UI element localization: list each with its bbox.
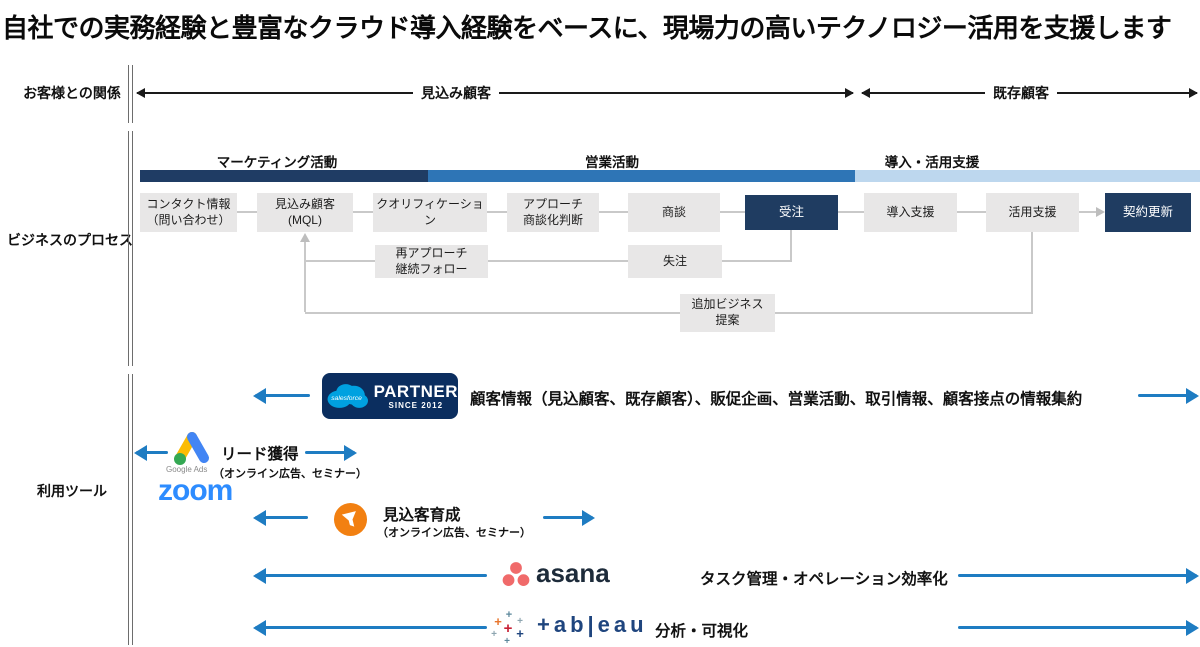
connector-arrowhead-right <box>1096 207 1105 217</box>
nurturing-right-arrow <box>543 516 593 519</box>
google-ads-left-arrow <box>136 451 168 454</box>
lead-gen-label: リード獲得 <box>221 446 299 463</box>
nurturing-left-arrow <box>255 516 308 519</box>
phase-bar-sales <box>428 170 855 182</box>
process-step-approach: アプローチ 商談化判断 <box>507 193 599 232</box>
asana-description: タスク管理・オペレーション効率化 <box>700 571 948 588</box>
process-step-mql: 見込み顧客 (MQL) <box>257 193 353 232</box>
loop-line <box>305 312 680 314</box>
phase-bar-marketing <box>140 170 428 182</box>
loop-line-order-down <box>790 230 792 261</box>
svg-text:+: + <box>516 626 524 641</box>
tableau-left-arrow <box>255 626 487 629</box>
zoom-logo: zoom <box>158 474 233 507</box>
phase-label-marketing: マーケティング活動 <box>216 155 338 170</box>
divider-relationship <box>128 65 133 123</box>
partner-label: PARTNER <box>373 381 458 401</box>
loop-line <box>488 260 628 262</box>
svg-text:+: + <box>504 620 513 637</box>
asana-right-arrow <box>958 574 1197 577</box>
connector-arrow-line <box>1079 211 1097 213</box>
nurturing-subtitle: （オンライン広告、セミナー） <box>377 527 531 539</box>
google-ads-icon <box>174 432 209 465</box>
tableau-plus-cluster-icon: + + + + + + + <box>491 609 524 645</box>
salesforce-description: 顧客情報（見込顧客、既存顧客）、販促企画、営業活動、取引情報、顧客接点の情報集約 <box>470 391 1083 408</box>
svg-text:+: + <box>491 629 497 640</box>
section-label-relationship: お客様との関係 <box>23 85 121 101</box>
since-label: SINCE 2012 <box>388 400 444 410</box>
process-substep-lost: 失注 <box>628 245 722 278</box>
asana-left-arrow <box>255 574 487 577</box>
salesforce-wordmark: salesforce <box>331 395 362 402</box>
section-label-process: ビジネスのプロセス <box>7 232 133 248</box>
tableau-logo: +ab|eau <box>537 612 648 637</box>
asana-dots-icon <box>502 562 530 586</box>
svg-text:+: + <box>517 616 523 627</box>
process-substep-additional-business: 追加ビジネス 提案 <box>680 294 775 332</box>
tableau-description: 分析・可視化 <box>655 623 749 640</box>
tableau-right-arrow <box>958 626 1197 629</box>
existing-label: 既存顧客 <box>985 83 1057 103</box>
google-ads-right-arrow <box>305 451 355 454</box>
connector-line <box>599 211 628 213</box>
process-step-contact: コンタクト情報 （問い合わせ） <box>140 193 237 232</box>
salesforce-right-arrow <box>1138 394 1197 397</box>
loop-line-adoption-down <box>1031 232 1033 313</box>
connector-line <box>720 211 745 213</box>
asana-logo: asana <box>536 558 610 588</box>
funnel-icon <box>333 502 368 537</box>
process-step-renewal: 契約更新 <box>1105 193 1191 232</box>
section-label-tools: 利用ツール <box>37 483 107 499</box>
prospect-label: 見込み顧客 <box>413 83 499 103</box>
loop-line <box>305 260 375 262</box>
page-title: 自社での実務経験と豊富なクラウド導入経験をベースに、現場力の高いテクノロジー活用… <box>2 13 1172 43</box>
divider-tools <box>128 374 133 645</box>
divider-process <box>128 131 133 366</box>
connector-line <box>957 211 986 213</box>
connector-line <box>353 211 373 213</box>
process-step-negotiation: 商談 <box>628 193 720 232</box>
connector-line <box>487 211 507 213</box>
process-substep-reapproach: 再アプローチ 継続フォロー <box>375 245 488 278</box>
process-step-qualification: クオリフィケーション <box>373 193 487 232</box>
svg-text:+: + <box>494 614 502 629</box>
phase-bar-support <box>855 170 1200 182</box>
salesforce-partner-badge: salesforce PARTNER SINCE 2012 <box>322 373 458 419</box>
svg-text:+: + <box>504 636 510 645</box>
connector-line <box>237 211 257 213</box>
salesforce-left-arrow <box>255 394 310 397</box>
salesforce-cloud-logo: salesforce <box>327 384 368 408</box>
lead-gen-subtitle: （オンライン広告、セミナー） <box>213 468 367 480</box>
process-step-order: 受注 <box>745 195 838 230</box>
loop-line <box>775 312 1033 314</box>
loop-line-up <box>304 241 306 312</box>
process-step-adoption: 活用支援 <box>986 193 1079 232</box>
loop-line <box>722 260 792 262</box>
loop-arrowhead-up <box>300 233 310 242</box>
svg-text:+: + <box>506 609 512 621</box>
phase-label-sales: 営業活動 <box>585 155 639 170</box>
nurturing-label: 見込客育成 <box>383 507 461 524</box>
google-ads-caption: Google Ads <box>166 465 208 474</box>
process-step-onboarding: 導入支援 <box>864 193 957 232</box>
connector-line <box>838 211 864 213</box>
phase-label-support: 導入・活用支援 <box>884 155 980 170</box>
salesforce-badge-text: PARTNER SINCE 2012 <box>374 383 458 410</box>
